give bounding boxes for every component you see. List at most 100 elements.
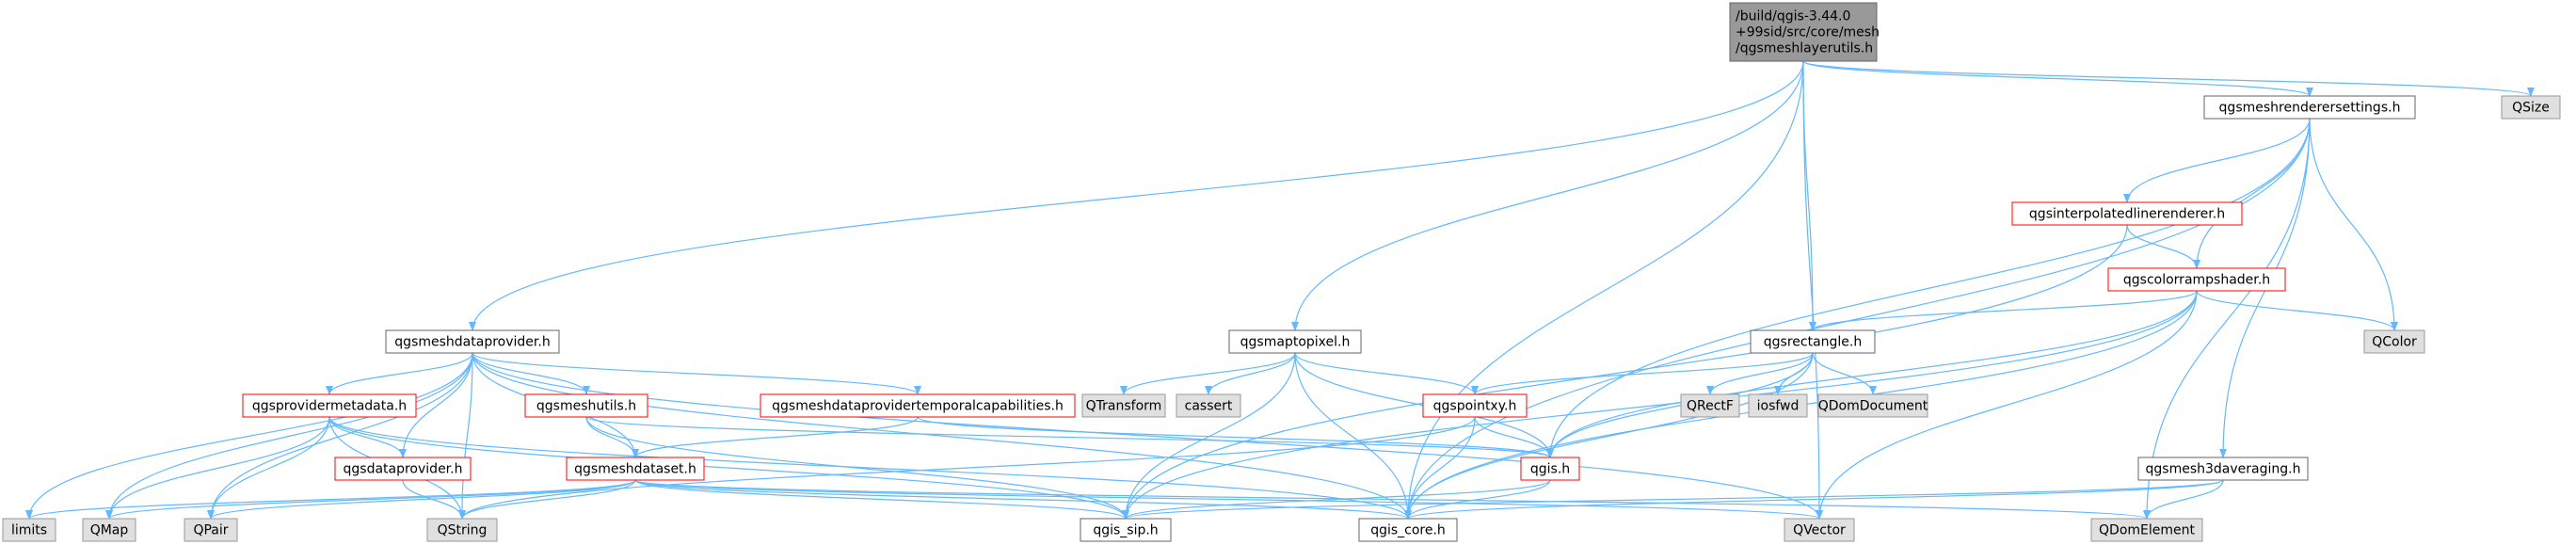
node-label-averaging: qgsmesh3daveraging.h <box>2146 462 2301 477</box>
node-maptopixel[interactable]: qgsmaptopixel.h <box>1228 329 1362 354</box>
node-qrectf: QRectF <box>1680 393 1740 418</box>
node-label-maptopixel: qgsmaptopixel.h <box>1240 335 1351 350</box>
node-label-qsize: QSize <box>2512 101 2550 116</box>
edge-providermeta-to-qmap <box>105 416 330 520</box>
node-label-qdomelement: QDomElement <box>2099 523 2195 538</box>
node-box-root <box>1729 2 1878 62</box>
node-label-temporalcaps: qgsmeshdataprovidertemporalcapabilities.… <box>772 399 1064 414</box>
node-box-qsize <box>2501 95 2561 120</box>
edge-dataprovider_mesh-to-meshutils <box>472 352 590 395</box>
edge-dataprovider_mesh-to-qpair <box>207 352 473 520</box>
node-box-meshdataset <box>566 457 705 481</box>
edge-rendersettings-to-qdomelement <box>2143 118 2311 520</box>
node-label-qrectf: QRectF <box>1687 399 1734 414</box>
node-root[interactable]: /build/qgis-3.44.0+99sid/src/core/mesh/q… <box>1729 2 1880 62</box>
node-label-qpair: QPair <box>193 523 228 538</box>
node-interp[interactable]: qgsinterpolatedlinerenderer.h <box>2011 201 2243 226</box>
edge-meshutils-to-meshdataset <box>585 416 639 458</box>
node-label-qvector: QVector <box>1793 523 1846 538</box>
edge-maptopixel-to-cassert <box>1205 352 1296 395</box>
node-temporalcaps[interactable]: qgsmeshdataprovidertemporalcapabilities.… <box>760 393 1076 418</box>
edge-colorramp-to-qcolor <box>2196 290 2398 331</box>
node-colorramp[interactable]: qgscolorrampshader.h <box>2107 267 2286 292</box>
edge-temporalcaps-to-qgis <box>917 416 1554 458</box>
dependency-edges <box>25 60 2535 520</box>
edge-dataprovider_mesh-to-providermeta <box>326 352 473 395</box>
edge-averaging-to-qgis_sip <box>1122 479 2224 520</box>
node-qgis_core[interactable]: qgis_core.h <box>1358 518 1458 542</box>
node-label-rectangle: qgsrectangle.h <box>1764 335 1862 350</box>
edge-meshdataset-to-qpair <box>207 479 636 520</box>
node-label-interp: qgsinterpolatedlinerenderer.h <box>2029 207 2225 222</box>
node-label-dataprovider: qgsdataprovider.h <box>344 462 463 477</box>
edge-maptopixel-to-pointxy <box>1294 352 1479 395</box>
node-label-qtransform: QTransform <box>1086 399 1162 414</box>
node-box-temporalcaps <box>760 393 1076 418</box>
edge-rendersettings-to-interp <box>2123 118 2311 203</box>
edge-maptopixel-to-qgis_core <box>1294 352 1412 520</box>
node-label-qgis_core: qgis_core.h <box>1370 523 1446 538</box>
node-dataprovider[interactable]: qgsdataprovider.h <box>334 457 472 481</box>
edge-maptopixel-to-qgis_sip <box>1122 352 1296 520</box>
node-label-root: /qgsmeshlayerutils.h <box>1736 41 1873 56</box>
node-dataprovider_mesh[interactable]: qgsmeshdataprovider.h <box>385 329 560 354</box>
edge-qgis-to-qgis_core <box>1404 479 1551 520</box>
node-box-dataprovider <box>334 457 472 481</box>
edge-rectangle-to-qrectf <box>1706 352 1814 395</box>
node-box-averaging <box>2137 457 2309 481</box>
edge-root-to-qvector <box>1802 60 1823 520</box>
node-qgis_sip[interactable]: qgis_sip.h <box>1080 518 1172 542</box>
edge-dataprovider_mesh-to-temporalcaps <box>472 352 921 395</box>
node-label-rendersettings: qgsmeshrenderersettings.h <box>2219 101 2401 116</box>
node-averaging[interactable]: qgsmesh3daveraging.h <box>2137 457 2309 481</box>
node-iosfwd: iosfwd <box>1748 393 1808 418</box>
node-box-pointxy <box>1422 393 1528 418</box>
edge-meshdataset-to-qstring <box>458 479 636 520</box>
node-qstring: QString <box>426 518 498 542</box>
node-label-cassert: cassert <box>1185 399 1233 414</box>
node-box-qtransform <box>1081 393 1166 418</box>
node-qgis[interactable]: qgis.h <box>1520 457 1580 481</box>
node-pointxy[interactable]: qgspointxy.h <box>1422 393 1528 418</box>
node-box-qdomdocument <box>1817 393 1928 418</box>
node-label-root: +99sid/src/core/mesh <box>1736 25 1880 40</box>
edge-rectangle-to-pointxy <box>1471 352 1814 395</box>
edge-meshdataset-to-qvector <box>634 479 1823 520</box>
edge-meshdataset-to-qgis_sip <box>634 479 1129 520</box>
node-box-providermeta <box>242 393 417 418</box>
node-providermeta[interactable]: qgsprovidermetadata.h <box>242 393 417 418</box>
node-label-root: /build/qgis-3.44.0 <box>1736 9 1850 24</box>
edge-dataprovider_mesh-to-qmap <box>105 352 473 520</box>
edge-dataprovider_mesh-to-qstring <box>458 352 473 520</box>
edge-providermeta-to-qpair <box>207 416 330 520</box>
node-box-qmap <box>82 518 136 542</box>
edge-rendersettings-to-colorramp <box>2193 118 2311 269</box>
edge-colorramp-to-rectangle <box>1809 290 2198 331</box>
node-label-qcolor: QColor <box>2372 335 2417 350</box>
edge-rectangle-to-qdomdocument <box>1812 352 1877 395</box>
edge-root-to-maptopixel <box>1291 60 1804 331</box>
edge-rectangle-to-qgis_core <box>1404 352 1814 520</box>
node-qvector: QVector <box>1784 518 1855 542</box>
node-box-qgis_sip <box>1080 518 1172 542</box>
edge-maptopixel-to-qtransform <box>1120 352 1296 395</box>
node-label-qmap: QMap <box>90 523 129 538</box>
node-rendersettings[interactable]: qgsmeshrenderersettings.h <box>2203 95 2416 120</box>
node-box-qgis <box>1520 457 1580 481</box>
node-label-meshdataset: qgsmeshdataset.h <box>574 462 696 477</box>
node-qdomdocument: QDomDocument <box>1817 393 1928 418</box>
node-box-rendersettings <box>2203 95 2416 120</box>
node-box-limits <box>2 518 56 542</box>
node-meshdataset[interactable]: qgsmeshdataset.h <box>566 457 705 481</box>
edge-dataprovider_mesh-to-qvector <box>472 352 1823 520</box>
node-meshutils[interactable]: qgsmeshutils.h <box>524 393 648 418</box>
node-rectangle[interactable]: qgsrectangle.h <box>1750 329 1876 354</box>
node-box-iosfwd <box>1748 393 1808 418</box>
node-box-qpair <box>184 518 238 542</box>
node-box-dataprovider_mesh <box>385 329 560 354</box>
node-box-meshutils <box>524 393 648 418</box>
edge-interp-to-qgis_sip <box>1122 224 2128 520</box>
edge-meshdataset-to-qdomelement <box>634 479 2151 520</box>
